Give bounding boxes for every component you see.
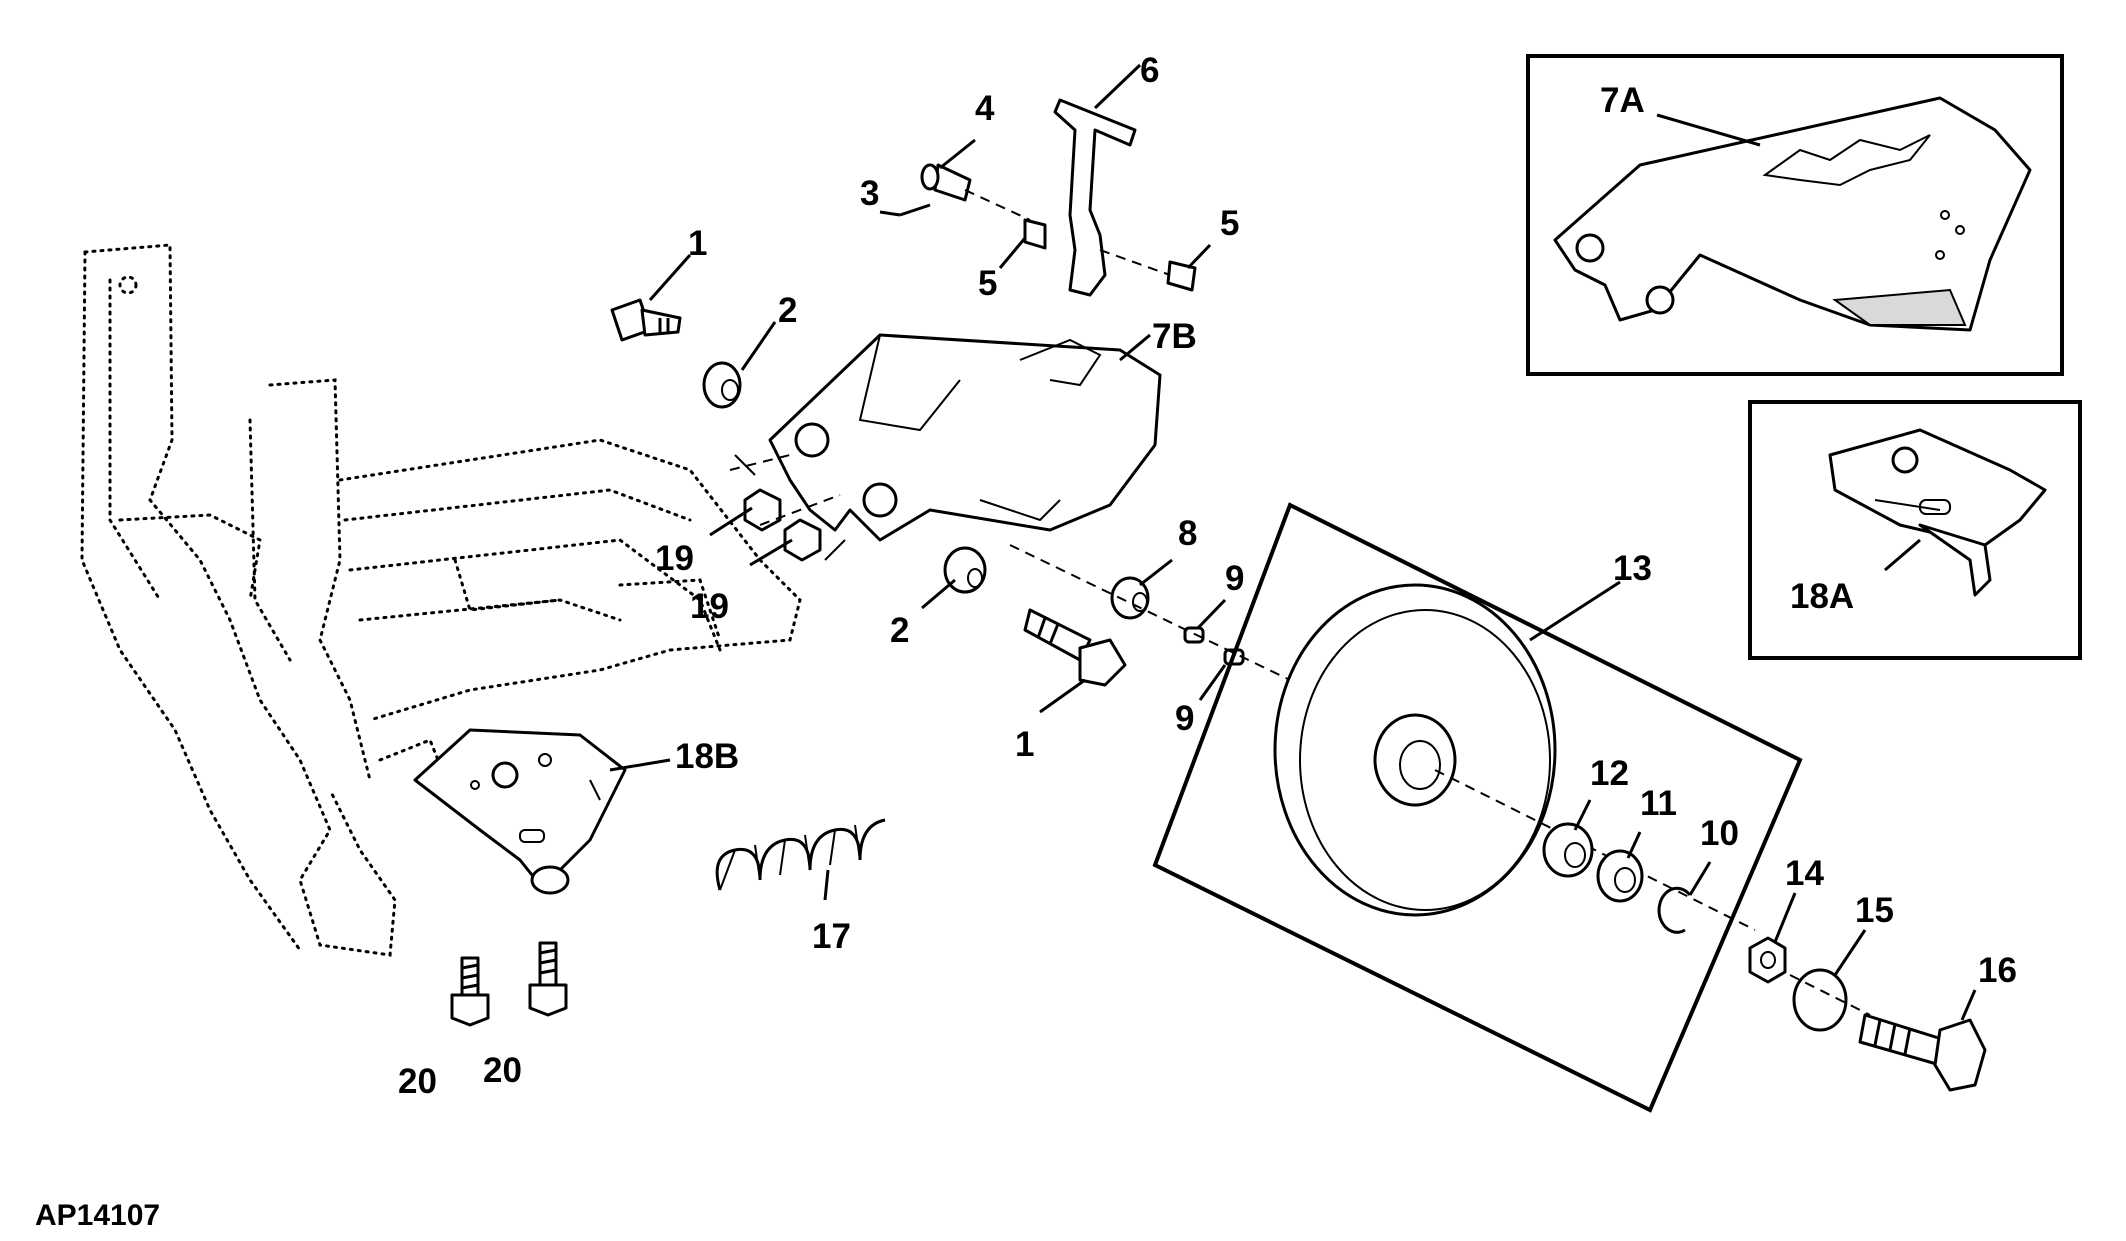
- callout-2-lower: 2: [890, 611, 909, 650]
- plate-18b: [413, 728, 627, 895]
- snap-ring-10: [1657, 886, 1692, 934]
- inset-18a: [1748, 400, 2082, 660]
- nuts-19: [729, 454, 846, 562]
- callout-15: 15: [1855, 891, 1894, 930]
- washer-2-upper: [702, 361, 742, 409]
- callout-16: 16: [1978, 951, 2017, 990]
- washer-2-lower: [943, 546, 987, 594]
- callout-11: 11: [1640, 784, 1677, 823]
- callout-10: 10: [1700, 814, 1739, 853]
- inset-7a: [1526, 54, 2064, 376]
- axis-line-upper: [1009, 544, 1291, 681]
- callout-1-lower: 1: [1015, 725, 1034, 764]
- axis-line-lower: [1789, 974, 1871, 1016]
- callout-3: 3: [860, 174, 879, 213]
- bolt-1-lower: [1023, 608, 1127, 687]
- callout-9-lower: 9: [1175, 699, 1194, 738]
- bearing-12: [1542, 822, 1594, 878]
- callout-19-lower: 19: [690, 587, 729, 626]
- lever-6-assembly: [899, 98, 1197, 297]
- disc-13-assembly: [1152, 502, 1803, 1113]
- cap-15: [1792, 968, 1848, 1032]
- callout-8: 8: [1178, 514, 1197, 553]
- figure-id: AP14107: [35, 1199, 160, 1232]
- callout-5-left: 5: [978, 264, 997, 303]
- callout-17: 17: [812, 917, 851, 956]
- callout-labels: 1 1 2 2 3 4 5 5 6 7A 7B 8 9 9 10 11 12 1…: [35, 51, 2017, 1232]
- bolt-1-upper: [610, 298, 682, 342]
- callout-20-left: 20: [398, 1062, 437, 1101]
- callout-7a: 7A: [1600, 81, 1645, 120]
- callout-14: 14: [1785, 854, 1824, 893]
- callout-6: 6: [1140, 51, 1159, 90]
- bracket-7b: [768, 333, 1162, 542]
- callout-9-upper: 9: [1225, 559, 1244, 598]
- callout-18b: 18B: [675, 737, 739, 776]
- callout-7b: 7B: [1152, 317, 1197, 356]
- callout-4: 4: [975, 89, 995, 128]
- nut-14: [1748, 936, 1787, 984]
- callout-2-upper: 2: [778, 291, 797, 330]
- washer-11: [1596, 849, 1644, 903]
- screws-20: [450, 941, 568, 1027]
- leader-lines: [609, 63, 1977, 1021]
- bolt-16: [1858, 1013, 1987, 1092]
- callout-13: 13: [1613, 549, 1652, 588]
- spring-17: [715, 818, 886, 891]
- callout-12: 12: [1590, 754, 1629, 793]
- callout-18a: 18A: [1790, 577, 1854, 616]
- phantom-frame: [80, 243, 802, 957]
- callout-1-upper: 1: [688, 224, 707, 263]
- callout-19-upper: 19: [655, 539, 694, 578]
- callout-5-right: 5: [1220, 204, 1239, 243]
- callout-20-right: 20: [483, 1051, 522, 1090]
